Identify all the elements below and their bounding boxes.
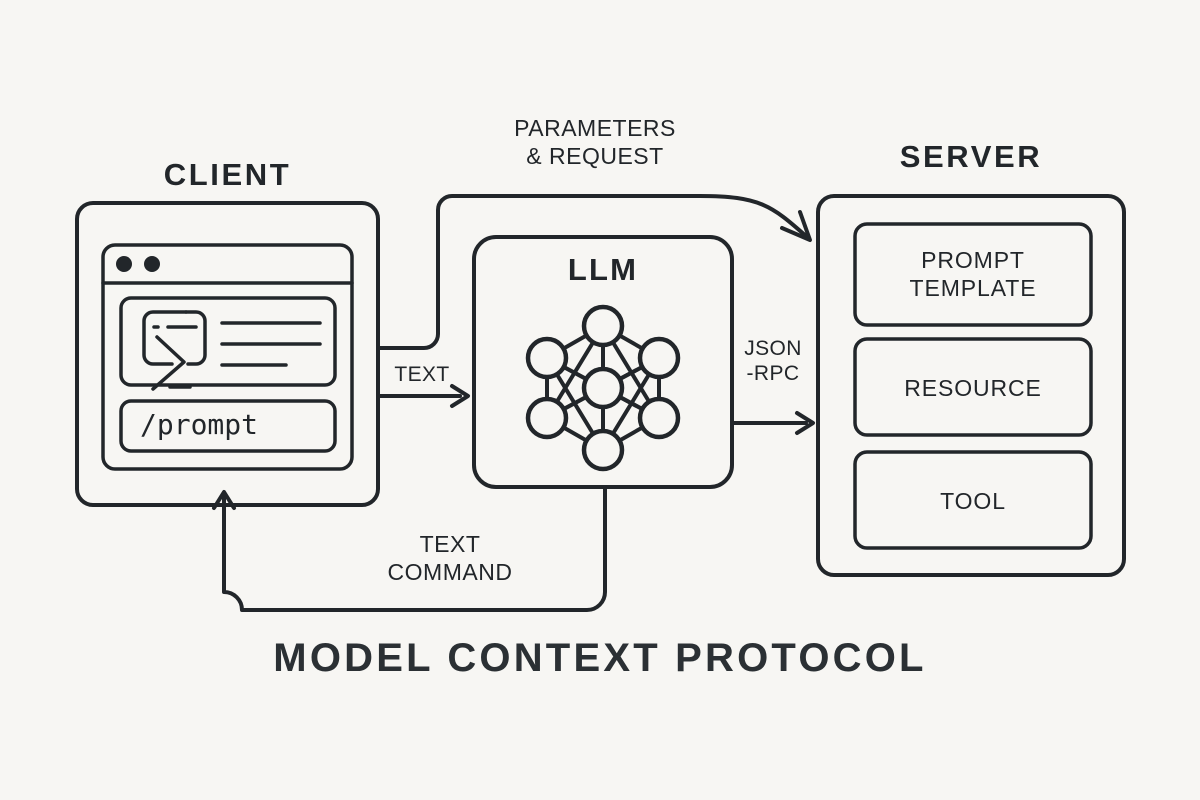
arrow-head-right-server	[795, 411, 815, 435]
server-heading: SERVER	[899, 139, 1043, 174]
server-card-label-resource: RESOURCE	[904, 375, 1042, 401]
nn-node-top	[581, 304, 625, 348]
edge-label-text-command: TEXT COMMAND	[387, 531, 513, 586]
client-content-card	[119, 296, 337, 387]
server-card-tool[interactable]	[853, 450, 1093, 550]
client-prompt-value: /prompt	[140, 408, 259, 441]
server-card-prompt-template[interactable]	[853, 222, 1093, 327]
client-box[interactable]	[75, 201, 380, 507]
neural-network-icon	[525, 304, 681, 472]
edge-label-json-rpc: JSON -RPC	[744, 337, 802, 386]
edge-llm-to-server	[730, 411, 815, 435]
server-card-label-prompt-template: PROMPT TEMPLATE	[909, 247, 1037, 302]
edge-client-to-server	[376, 194, 812, 350]
edge-llm-to-client	[212, 485, 607, 612]
window-dot-1-icon	[116, 256, 132, 272]
nn-node-lower-left	[525, 396, 569, 440]
client-prompt-input[interactable]	[119, 399, 337, 453]
client-heading: CLIENT	[163, 157, 292, 192]
nn-node-center	[581, 366, 625, 410]
edge-client-to-llm	[376, 384, 470, 408]
terminal-chevron-icon	[151, 335, 186, 391]
client-outer-frame	[75, 201, 380, 507]
page-title: MODEL CONTEXT PROTOCOL	[273, 636, 927, 680]
server-card-resource[interactable]	[853, 337, 1093, 437]
window-dot-2-icon	[144, 256, 160, 272]
nn-node-lower-right	[637, 396, 681, 440]
server-box[interactable]	[816, 194, 1126, 577]
arrow-head-diagonal	[780, 210, 812, 242]
terminal-prompt-icon	[142, 310, 207, 391]
edge-label-text: TEXT	[394, 363, 450, 386]
arrow-head-up-client	[212, 490, 236, 510]
server-outer-frame	[816, 194, 1126, 577]
server-card-label-tool: TOOL	[940, 488, 1006, 514]
edge-label-parameters-request: PARAMETERS & REQUEST	[514, 115, 676, 170]
llm-box[interactable]	[472, 235, 734, 489]
nn-node-upper-right	[637, 336, 681, 380]
arrow-head-right-llm	[450, 384, 470, 408]
llm-heading: LLM	[567, 252, 639, 287]
nn-node-upper-left	[525, 336, 569, 380]
client-window-frame	[101, 243, 354, 471]
nn-node-bottom	[581, 428, 625, 472]
